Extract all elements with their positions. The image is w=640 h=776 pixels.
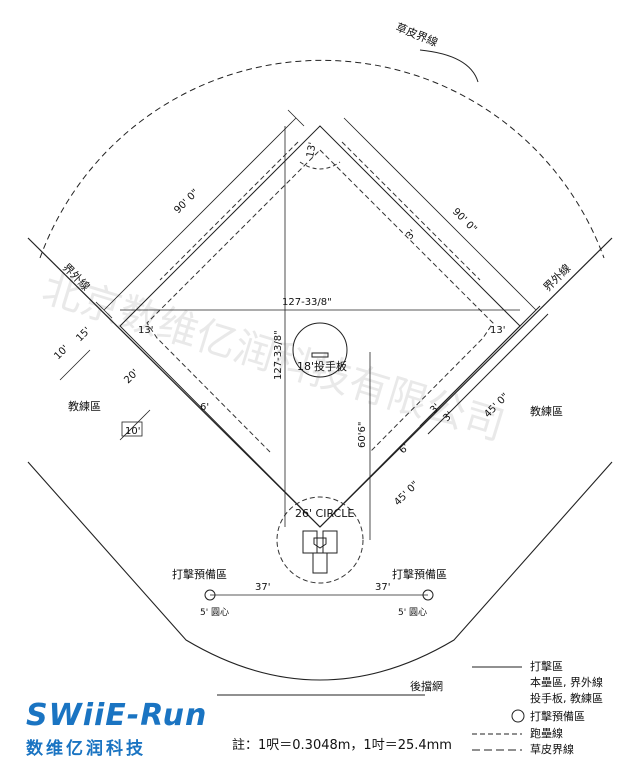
foul-line-left [27,237,321,528]
dim-label-left-6: 6' [200,402,209,413]
running-lane-line [419,305,541,427]
catchers-box [312,552,328,574]
on-deck-circle-right-label: 5' 圓心 [398,607,427,618]
dim-label-right-6: 6' [397,442,411,456]
legend-item: 投手板, 教練區 [530,691,603,705]
backstop-label: 後擋網 [410,679,443,693]
batters-box-left [302,530,318,554]
dim-line-right-90 [343,117,537,311]
home-circle-label: 26' CIRCLE [295,507,354,520]
on-deck-circle-left-label: 5' 圓心 [200,607,229,618]
dim-label-45-b: 45' 0" [392,479,421,508]
coach-box-left-label: 教練區 [68,399,101,413]
batters-box-right [322,530,338,554]
dim-label-left-10b: 10' [125,426,140,437]
dim-label-37-right: 37' [375,582,390,593]
dim-line-left-90 [103,117,297,311]
grass-line-arc [39,59,605,259]
home-plate [313,537,327,549]
grass-line-top-label: 草皮界線 [394,20,440,49]
home-plate-circle [276,496,364,584]
legend-item: 本壘區, 界外線 [530,675,603,689]
dim-label-left-90: 90' 0" [172,187,201,216]
dim-tick [287,109,305,127]
legend-item: 打擊區 [530,659,563,673]
dim-label-left-15: 15' [74,325,93,344]
pitcher-mound [292,322,348,378]
coach-box-left-line-2 [119,409,151,441]
dim-label-second-13: 13' [305,141,319,158]
unit-note: 註：1呎＝0.3048m，1吋＝25.4mm [232,738,452,753]
infield-grass-line [146,149,494,453]
running-lane-line-2 [427,313,549,435]
dim-label-60-6: 60'6" [357,422,368,448]
dim-label-right-90: 90' 0" [450,206,479,235]
coach-box-left-line [59,349,91,381]
pitcher-plate-label: 18'投手板 [297,359,347,373]
infield-running-path-outer [159,141,481,281]
logo-main-text: SWiiE-Run [26,698,208,733]
foul-line-right-label: 界外線 [540,261,573,294]
on-deck-left-label: 打擊預備區 [172,567,227,581]
dim-label-horizontal: 127-33/8" [282,297,332,308]
dim-tick [95,301,113,319]
coach-box-right-label: 教練區 [530,404,563,418]
dim-label-left-20: 20' [122,367,141,386]
legend: 打擊區 本壘區, 界外線 投手板, 教練區 打擊預備區 跑壘線 草皮界線 [472,659,603,756]
foul-line-right [319,237,613,528]
grass-line-label-leader [419,49,479,83]
dim-label-37-left: 37' [255,582,270,593]
legend-circle-swatch [511,709,525,723]
backstop-line [27,461,613,681]
dim-label-vertical: 127-33/8" [273,330,284,380]
dim-label-left-13: 13' [138,325,153,336]
legend-item: 打擊預備區 [530,709,585,723]
dim-label-left-10a: 10' [52,343,71,362]
coach-box-left [121,421,143,437]
legend-item: 草皮界線 [530,742,574,756]
company-logo: SWiiE-Run 数维亿润科技 [26,698,226,760]
pitcher-plate [311,352,329,358]
dim-label-3a: 3' [404,228,418,242]
dim-label-right-13: 13' [490,325,505,336]
logo-sub-text: 数维亿润科技 [26,739,146,759]
infield-diamond [119,125,521,528]
on-deck-right-label: 打擊預備區 [392,567,447,581]
second-base-arc [299,161,341,170]
legend-item: 跑壘線 [530,726,563,740]
